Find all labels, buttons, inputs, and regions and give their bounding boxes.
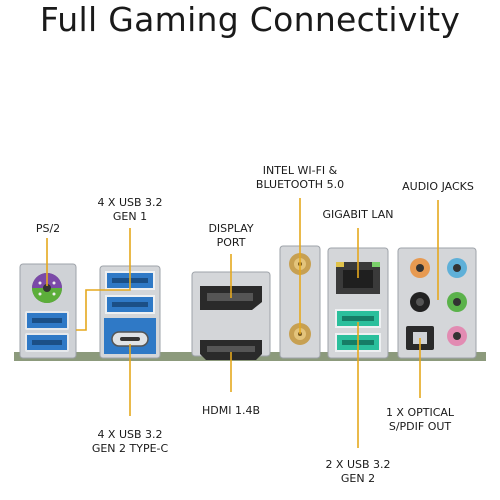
label-displayport-line1: DISPLAY <box>208 222 254 235</box>
label-typec-line2: GEN 2 TYPE-C <box>91 442 169 455</box>
label-ps2: PS/2 <box>28 222 68 236</box>
label-ps2-text: PS/2 <box>35 222 61 235</box>
label-usb-gen1: 4 X USB 3.2 GEN 1 <box>78 196 182 224</box>
label-displayport-line2: PORT <box>216 236 246 249</box>
label-audio-jacks: AUDIO JACKS <box>392 180 484 194</box>
label-hdmi-text: HDMI 1.4B <box>201 404 260 417</box>
ps2-usb-stack <box>19 263 77 359</box>
label-audio-text: AUDIO JACKS <box>402 180 474 193</box>
label-usb-gen2-line1: 2 X USB 3.2 <box>325 458 391 471</box>
label-usb-gen2-line2: GEN 2 <box>340 472 376 485</box>
label-optical: 1 X OPTICAL S/PDIF OUT <box>372 406 468 434</box>
page-title: Full Gaming Connectivity <box>39 0 461 39</box>
audio-block <box>397 247 477 359</box>
label-displayport: DISPLAY PORT <box>196 222 266 250</box>
label-gigabit-lan: GIGABIT LAN <box>312 208 404 222</box>
leader-lines <box>46 198 439 448</box>
label-typec-line1: 4 X USB 3.2 <box>97 428 163 441</box>
label-optical-line1: 1 X OPTICAL <box>385 406 455 419</box>
label-wifi-bt: INTEL WI-FI & BLUETOOTH 5.0 <box>240 164 360 192</box>
label-usb-gen2: 2 X USB 3.2 GEN 2 <box>306 458 410 486</box>
label-optical-line2: S/PDIF OUT <box>388 420 452 433</box>
label-lan-text: GIGABIT LAN <box>322 208 394 221</box>
label-usb-gen1-line1: 4 X USB 3.2 <box>97 196 163 209</box>
label-wifi-line1: INTEL WI-FI & <box>262 164 338 177</box>
label-hdmi: HDMI 1.4B <box>186 404 276 418</box>
label-usb-gen1-line2: GEN 1 <box>112 210 148 223</box>
label-usb-gen2-typec: 4 X USB 3.2 GEN 2 TYPE-C <box>70 428 190 456</box>
label-wifi-line2: BLUETOOTH 5.0 <box>255 178 345 191</box>
leader-usb-gen1 <box>76 228 131 331</box>
